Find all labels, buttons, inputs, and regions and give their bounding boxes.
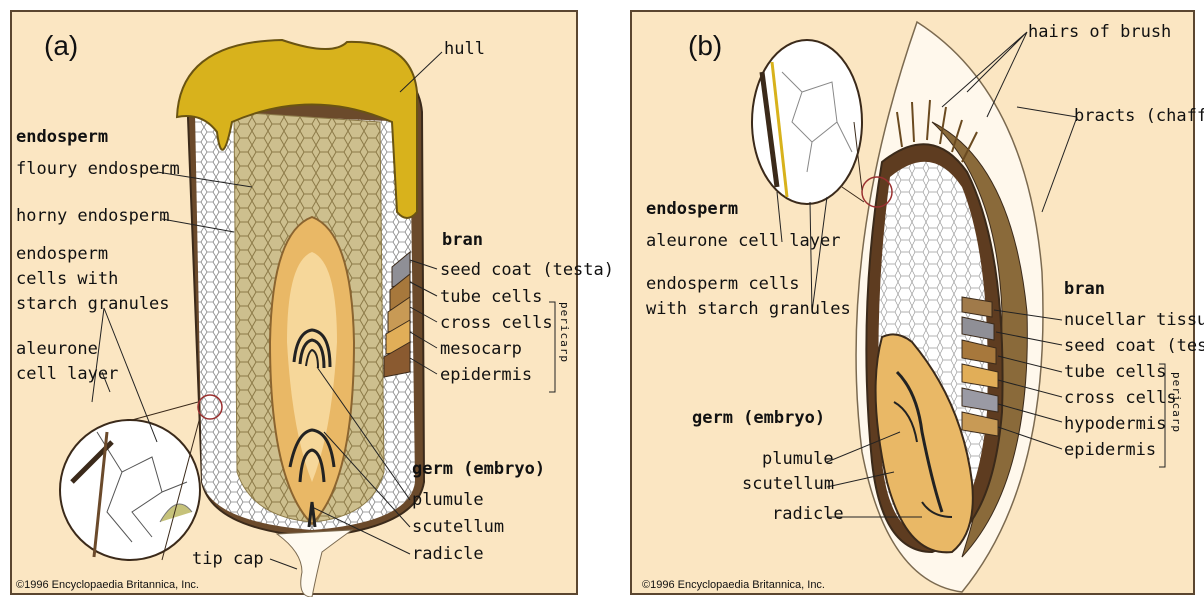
panel-letter: (a) [44, 30, 78, 62]
label-endosperm-cells-1: endosperm cells [646, 274, 800, 294]
label-epidermis: epidermis [440, 365, 532, 385]
label-radicle: radicle [772, 504, 844, 524]
label-tube-cells: tube cells [440, 287, 542, 307]
label-tip-cap: tip cap [192, 549, 264, 569]
label-bracts: bracts (chaff) [1074, 106, 1204, 126]
label-mesocarp: mesocarp [440, 339, 522, 359]
label-tube-cells: tube cells [1064, 362, 1166, 382]
label-cross-cells: cross cells [440, 313, 553, 333]
label-epidermis: epidermis [1064, 440, 1156, 460]
label-aleurone-2: cell layer [16, 364, 118, 384]
label-aleurone: aleurone cell layer [646, 231, 840, 251]
label-pericarp: pericarp [558, 302, 571, 363]
label-bran: bran [1064, 279, 1105, 299]
panel-b-wheat-kernel: (b) hairs of brush bracts (chaff) endosp… [630, 10, 1195, 595]
label-nucellar-tissue: nucellar tissue [1064, 310, 1204, 330]
label-endosperm-cells-3: starch granules [16, 294, 170, 314]
label-germ: germ (embryo) [692, 408, 825, 428]
panel-a-maize-kernel: (a) hull endosperm floury endosperm horn… [10, 10, 578, 595]
label-scutellum: scutellum [742, 474, 834, 494]
label-bran: bran [442, 230, 483, 250]
label-floury-endosperm: floury endosperm [16, 159, 180, 179]
label-pericarp: pericarp [1170, 372, 1183, 433]
label-seed-coat: seed coat (testa) [1064, 336, 1204, 356]
label-germ: germ (embryo) [412, 459, 545, 479]
label-radicle: radicle [412, 544, 484, 564]
label-endosperm-cells-2: cells with [16, 269, 118, 289]
label-horny-endosperm: horny endosperm [16, 206, 170, 226]
panel-letter: (b) [688, 30, 722, 62]
label-cross-cells: cross cells [1064, 388, 1177, 408]
label-plumule: plumule [762, 449, 834, 469]
label-endosperm: endosperm [646, 199, 738, 219]
copyright: ©1996 Encyclopaedia Britannica, Inc. [16, 579, 199, 591]
label-hypodermis: hypodermis [1064, 414, 1166, 434]
label-endosperm-cells-1: endosperm [16, 244, 108, 264]
label-hull: hull [444, 39, 485, 59]
label-hairs-of-brush: hairs of brush [1028, 22, 1171, 42]
label-endosperm-cells-2: with starch granules [646, 299, 851, 319]
label-aleurone-1: aleurone [16, 339, 98, 359]
label-plumule: plumule [412, 490, 484, 510]
label-seed-coat: seed coat (testa) [440, 260, 614, 280]
label-scutellum: scutellum [412, 517, 504, 537]
label-endosperm: endosperm [16, 127, 108, 147]
copyright: ©1996 Encyclopaedia Britannica, Inc. [642, 579, 825, 591]
